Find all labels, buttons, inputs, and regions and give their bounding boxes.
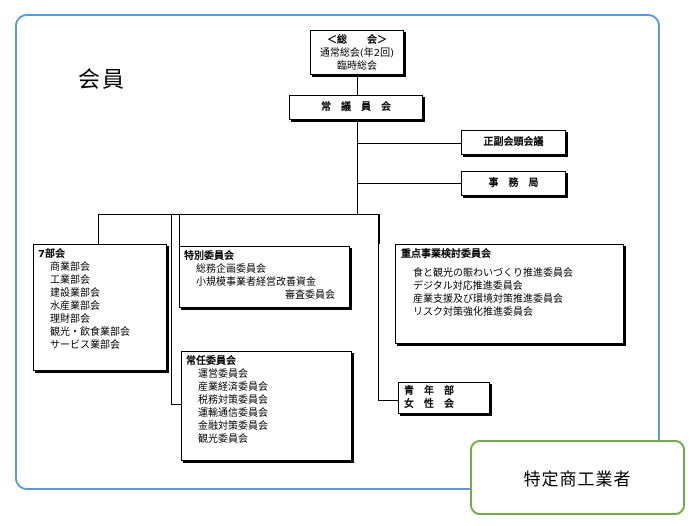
bukai-item-2: 工業部会 [50,275,90,286]
soukai-title: ＜総 会＞ [327,35,387,46]
bukai-item-3: 建設業部会 [50,288,100,299]
juten-item-4: リスク対策強化推進委員会 [413,307,533,318]
bukai-item-5: 理財部会 [50,314,90,325]
member-label: 会員 [78,68,127,93]
jonin-item-2: 産業経済委員会 [198,382,268,393]
juten-item-1: 食と観光の賑わいづくり推進委員会 [413,268,573,279]
jonin-item-1: 運営委員会 [198,369,248,380]
bukai-box: 7部会 商業部会 工業部会 建設業部会 水産業部会 理財部会 観光・飲食業部会 … [33,244,167,371]
tokubetsu-box: 特別委員会 総務企画委員会 小規模事業者経営改善資金 審査委員会 [179,246,350,308]
juten-title: 重点事業検討委員会 [401,249,491,260]
tokubetsu-item-3: 審査委員会 [285,290,335,301]
jonin-item-5: 金融対策委員会 [198,421,268,432]
juten-box: 重点事業検討委員会 食と観光の賑わいづくり推進委員会 デジタル対応推進委員会 産… [395,244,624,344]
bukai-item-4: 水産業部会 [50,301,100,312]
seifuku-box: 正副会頭会議 [461,130,566,155]
soukai-line-2: 臨時総会 [337,61,377,72]
soukai-line-1: 通常総会(年2回) [319,48,395,59]
tokubetsu-item-1: 総務企画委員会 [196,264,266,275]
jogiinkai-label: 常 議 員 会 [321,102,391,113]
seinen-line-2: 女 性 会 [404,399,454,410]
seifuku-label: 正副会頭会議 [483,137,544,148]
bukai-title: 7部会 [38,249,65,260]
jonin-item-6: 観光委員会 [198,434,248,445]
connector-seifuku [357,143,461,144]
tokutei-label: 特定商工業者 [523,470,632,490]
bukai-item-6: 観光・飲食業部会 [50,327,130,338]
connector-soukai-jogi [357,75,358,95]
connector-bukai [98,214,99,244]
connector-tokubetsu [179,214,180,246]
jonin-item-4: 運輸通信委員会 [198,408,268,419]
jimukyoku-box: 事 務 局 [461,171,566,196]
connector-jonin-trunk [171,214,172,404]
tokubetsu-item-2: 小規模事業者経営改善資金 [196,277,316,288]
seinen-line-1: 青 年 部 [404,386,454,397]
connector-juten [379,214,380,244]
jonin-box: 常任委員会 運営委員会 産業経済委員会 税務対策委員会 運輸通信委員会 金融対策… [181,351,352,461]
bukai-item-7: サービス業部会 [50,340,120,351]
bukai-item-1: 商業部会 [50,262,90,273]
jonin-item-3: 税務対策委員会 [198,395,268,406]
connector-trunk [357,120,358,215]
connector-jonin [171,404,181,405]
tokubetsu-title: 特別委員会 [184,251,234,262]
juten-item-2: デジタル対応推進委員会 [413,281,523,292]
jimukyoku-label: 事 務 局 [488,178,539,189]
connector-jimukyoku [357,183,461,184]
tokutei-shokogyosha-box: 特定商工業者 [470,440,685,515]
jonin-title: 常任委員会 [186,356,236,367]
connector-branch-bar [98,214,379,215]
soukai-box: ＜総 会＞ 通常総会(年2回) 臨時総会 [310,30,404,75]
juten-item-3: 産業支援及び環境対策推進委員会 [413,294,563,305]
jogiinkai-box: 常 議 員 会 [289,95,423,120]
connector-seinen-trunk [378,214,379,400]
connector-seinen [378,400,398,401]
seinen-box: 青 年 部 女 性 会 [398,382,490,414]
